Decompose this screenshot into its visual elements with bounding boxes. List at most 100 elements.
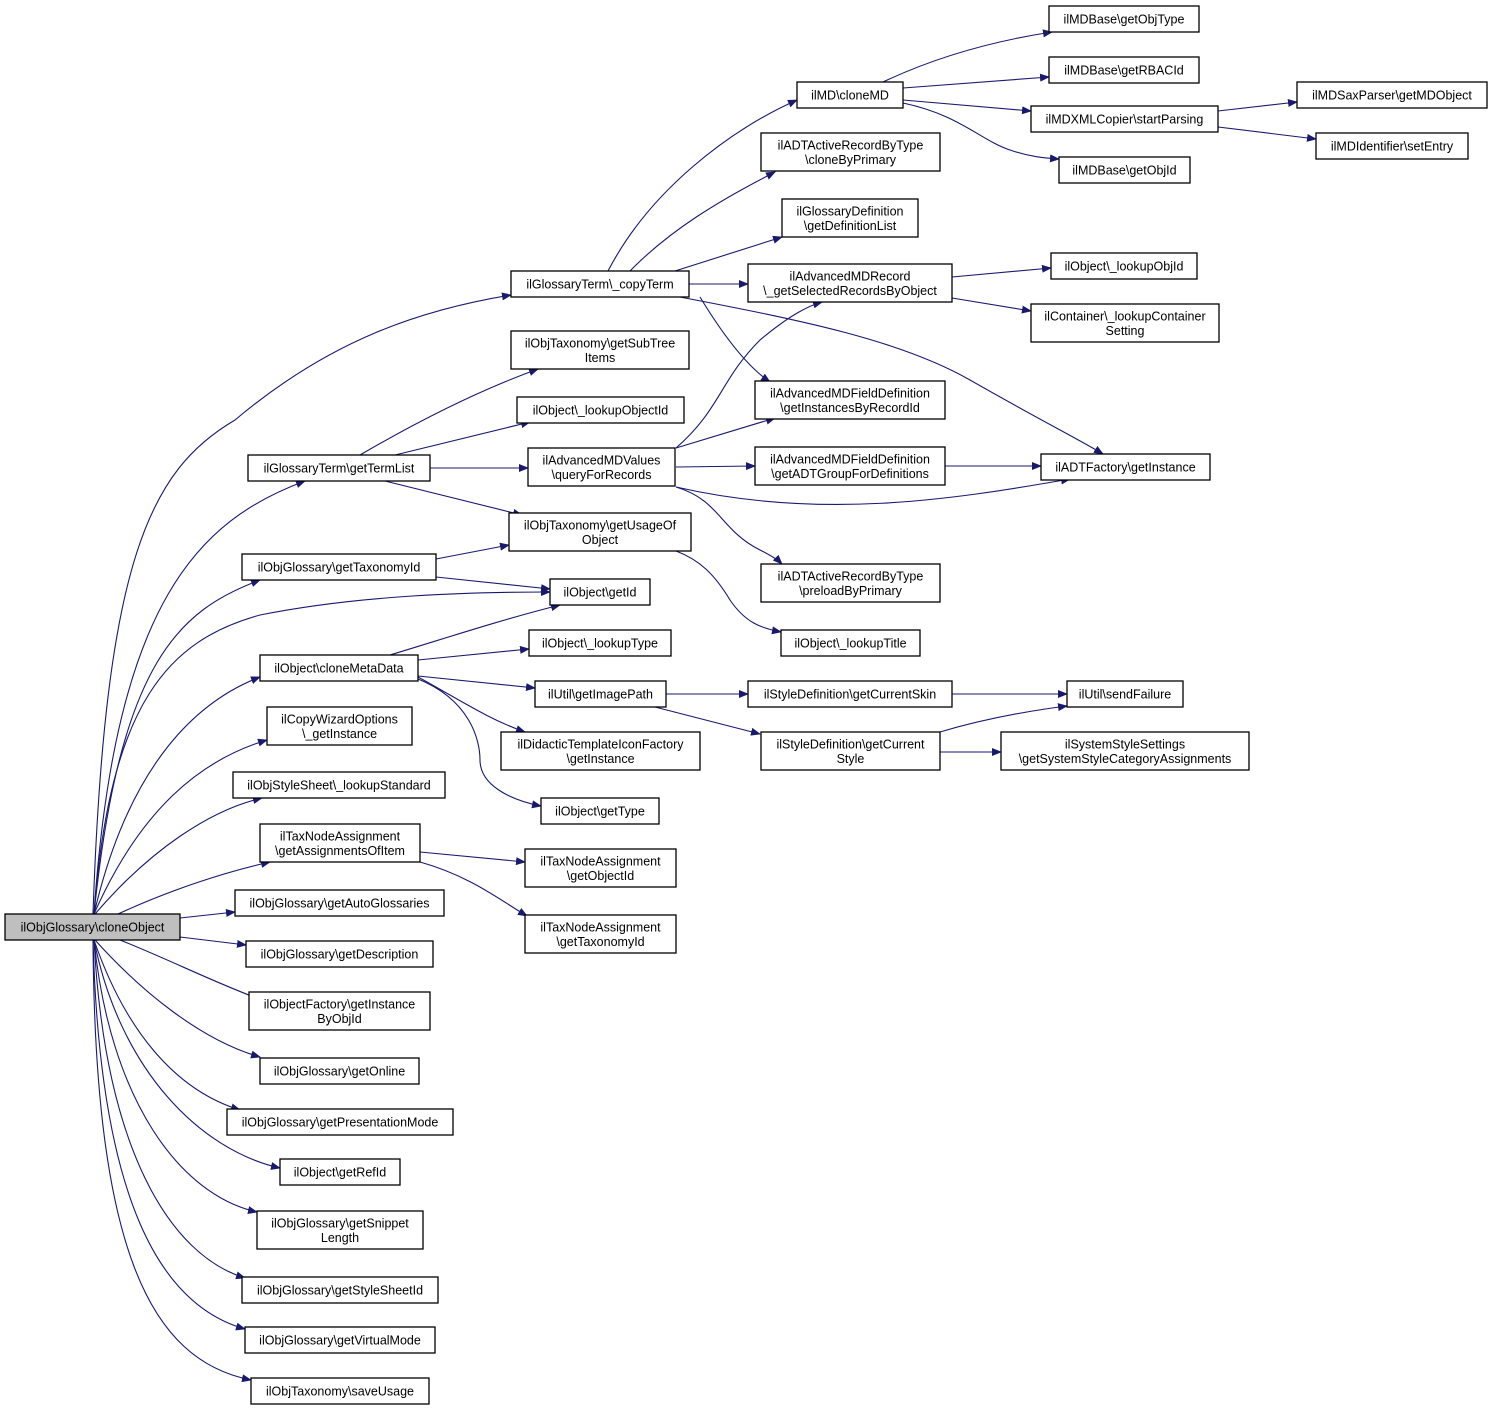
node-cloneByPrimary[interactable]: ilADTActiveRecordByType\cloneByPrimary: [760, 132, 941, 172]
node-lookupTitle[interactable]: ilObject\_lookupTitle: [780, 629, 921, 657]
node-getAutoGlossaries[interactable]: ilObjGlossary\getAutoGlossaries: [234, 889, 445, 917]
node-label: \queryForRecords: [551, 468, 651, 482]
node-label: ilStyleDefinition\getCurrentSkin: [764, 688, 936, 702]
node-label: Items: [585, 351, 616, 365]
node-label: \getSystemStyleCategoryAssignments: [1019, 752, 1232, 766]
node-box: [226, 1108, 454, 1136]
node-box: [256, 1210, 424, 1250]
edge-getUsageOfObject-to-lookupTitle: [675, 550, 782, 635]
node-cloneMD[interactable]: ilMD\cloneMD: [796, 81, 904, 109]
node-setEntry[interactable]: ilMDIdentifier\setEntry: [1315, 132, 1469, 160]
node-startParsing[interactable]: ilMDXMLCopier\startParsing: [1030, 105, 1219, 133]
node-adtFactory[interactable]: ilADTFactory\getInstance: [1040, 453, 1211, 481]
edge-getTaxonomyId-to-getUsageOfObject: [435, 542, 510, 560]
node-getDefinitionList[interactable]: ilGlossaryDefinition\getDefinitionList: [781, 198, 919, 238]
edge-root-to-copyWizard: [93, 738, 268, 915]
node-taxGetObjectId[interactable]: ilTaxNodeAssignment\getObjectId: [524, 848, 677, 888]
node-getId[interactable]: ilObject\getId: [549, 578, 651, 606]
node-didacticIcon[interactable]: ilDidacticTemplateIconFactory\getInstanc…: [500, 731, 701, 771]
edge-startParsing-to-setEntry: [1217, 126, 1317, 142]
node-getMDObject[interactable]: ilMDSaxParser\getMDObject: [1296, 81, 1488, 109]
node-getRBACId[interactable]: ilMDBase\getRBACId: [1048, 56, 1200, 84]
node-label: Style: [837, 752, 865, 766]
node-label: ilCopyWizardOptions: [281, 712, 398, 726]
edge-root-to-getStyleSheetId: [93, 939, 246, 1280]
node-label: \getObjectId: [567, 869, 634, 883]
node-lookupObjId[interactable]: ilObject\_lookupObjId: [1050, 252, 1198, 280]
node-copyTerm[interactable]: ilGlossaryTerm\_copyTerm: [510, 270, 690, 298]
node-taxGetTaxonomyId[interactable]: ilTaxNodeAssignment\getTaxonomyId: [524, 914, 677, 954]
node-preloadByPrimary[interactable]: ilADTActiveRecordByType\preloadByPrimary: [760, 563, 941, 603]
node-root[interactable]: ilObjGlossary\cloneObject: [4, 913, 181, 941]
node-label: ilObjTaxonomy\saveUsage: [266, 1385, 414, 1399]
node-box: [1050, 252, 1198, 280]
node-label: \_getInstance: [302, 727, 377, 741]
node-getStyleSheetId[interactable]: ilObjGlossary\getStyleSheetId: [241, 1276, 439, 1304]
node-getTermList[interactable]: ilGlossaryTerm\getTermList: [247, 454, 431, 482]
node-label: ilObjectFactory\getInstance: [264, 997, 416, 1011]
node-label: ilObject\_lookupType: [542, 637, 658, 651]
node-box: [259, 823, 421, 863]
node-getRefId[interactable]: ilObject\getRefId: [279, 1158, 401, 1186]
edge-copyTerm-to-getDefinitionList: [674, 235, 783, 272]
edge-root-to-getPresentationMode: [93, 939, 241, 1112]
node-box: [259, 654, 419, 682]
node-copyWizard[interactable]: ilCopyWizardOptions\_getInstance: [266, 706, 413, 746]
edge-cloneMetaData-to-getId: [389, 603, 561, 656]
node-label: ilDidacticTemplateIconFactory: [517, 737, 684, 751]
node-saveUsage[interactable]: ilObjTaxonomy\saveUsage: [250, 1377, 430, 1405]
edge-queryForRecords-to-getADTGroup: [675, 462, 756, 471]
node-label: ilGlossaryDefinition: [797, 204, 904, 218]
node-getSelectedRecords[interactable]: ilAdvancedMDRecord\_getSelectedRecordsBy…: [747, 263, 953, 303]
node-label: ilStyleDefinition\getCurrent: [777, 737, 926, 751]
edge-root-to-getTaxonomyId: [93, 579, 261, 915]
edge-cloneMetaData-to-getType: [417, 678, 542, 809]
node-box: [4, 913, 181, 941]
node-getObjType[interactable]: ilMDBase\getObjType: [1048, 5, 1200, 33]
node-getTaxonomyId[interactable]: ilObjGlossary\getTaxonomyId: [241, 553, 437, 581]
edge-getTermList-to-lookupObjectId: [394, 420, 531, 456]
node-label: ilMDBase\getRBACId: [1064, 64, 1184, 78]
edge-root-to-getAssignmentsOfItem: [117, 860, 271, 915]
node-box: [754, 446, 946, 486]
node-box: [524, 848, 677, 888]
edge-root-to-copyTerm: [92, 292, 512, 915]
node-queryForRecords[interactable]: ilAdvancedMDValues\queryForRecords: [527, 447, 676, 487]
node-getADTGroup[interactable]: ilAdvancedMDFieldDefinition\getADTGroupF…: [754, 446, 946, 486]
node-lookupType[interactable]: ilObject\_lookupType: [528, 629, 672, 657]
node-label: \getAssignmentsOfItem: [275, 844, 405, 858]
node-getVirtualMode[interactable]: ilObjGlossary\getVirtualMode: [244, 1326, 436, 1354]
node-label: ilObjGlossary\getSnippet: [271, 1216, 409, 1230]
node-cloneMetaData[interactable]: ilObject\cloneMetaData: [259, 654, 419, 682]
node-getDescription[interactable]: ilObjGlossary\getDescription: [245, 940, 434, 968]
edge-root-to-getTermList: [93, 480, 306, 915]
node-lookupObjectId[interactable]: ilObject\_lookupObjectId: [516, 396, 685, 424]
node-getOnline[interactable]: ilObjGlossary\getOnline: [259, 1057, 420, 1085]
node-systemStyle[interactable]: ilSystemStyleSettings\getSystemStyleCate…: [1000, 731, 1250, 771]
edge-getImagePath-to-getCurrentStyle: [654, 706, 761, 736]
node-sendFailure[interactable]: ilUtil\sendFailure: [1066, 680, 1184, 708]
edge-getAssignmentsOfItem-to-taxGetObjectId: [419, 851, 526, 866]
edge-root-to-saveUsage: [92, 939, 252, 1383]
node-getImagePath[interactable]: ilUtil\getImagePath: [534, 680, 667, 708]
node-getInstancesByRecordId[interactable]: ilAdvancedMDFieldDefinition\getInstances…: [754, 380, 946, 420]
node-lookupStandard[interactable]: ilObjStyleSheet\_lookupStandard: [232, 771, 446, 799]
node-getType[interactable]: ilObject\getType: [540, 797, 660, 825]
edge-root-to-getInstanceByObjId: [119, 939, 263, 1001]
node-label: ilAdvancedMDRecord: [790, 269, 911, 283]
node-getPresentationMode[interactable]: ilObjGlossary\getPresentationMode: [226, 1108, 454, 1136]
edge-root-to-lookupStandard: [94, 796, 263, 915]
node-getObjId[interactable]: ilMDBase\getObjId: [1058, 156, 1191, 184]
node-label: ilAdvancedMDFieldDefinition: [770, 386, 930, 400]
node-getCurrentSkin[interactable]: ilStyleDefinition\getCurrentSkin: [747, 680, 953, 708]
node-getAssignmentsOfItem[interactable]: ilTaxNodeAssignment\getAssignmentsOfItem: [259, 823, 421, 863]
edge-copyTerm-to-cloneByPrimary: [629, 171, 776, 272]
edge-root-to-getVirtualMode: [92, 939, 246, 1331]
node-label: ilUtil\getImagePath: [548, 688, 653, 702]
